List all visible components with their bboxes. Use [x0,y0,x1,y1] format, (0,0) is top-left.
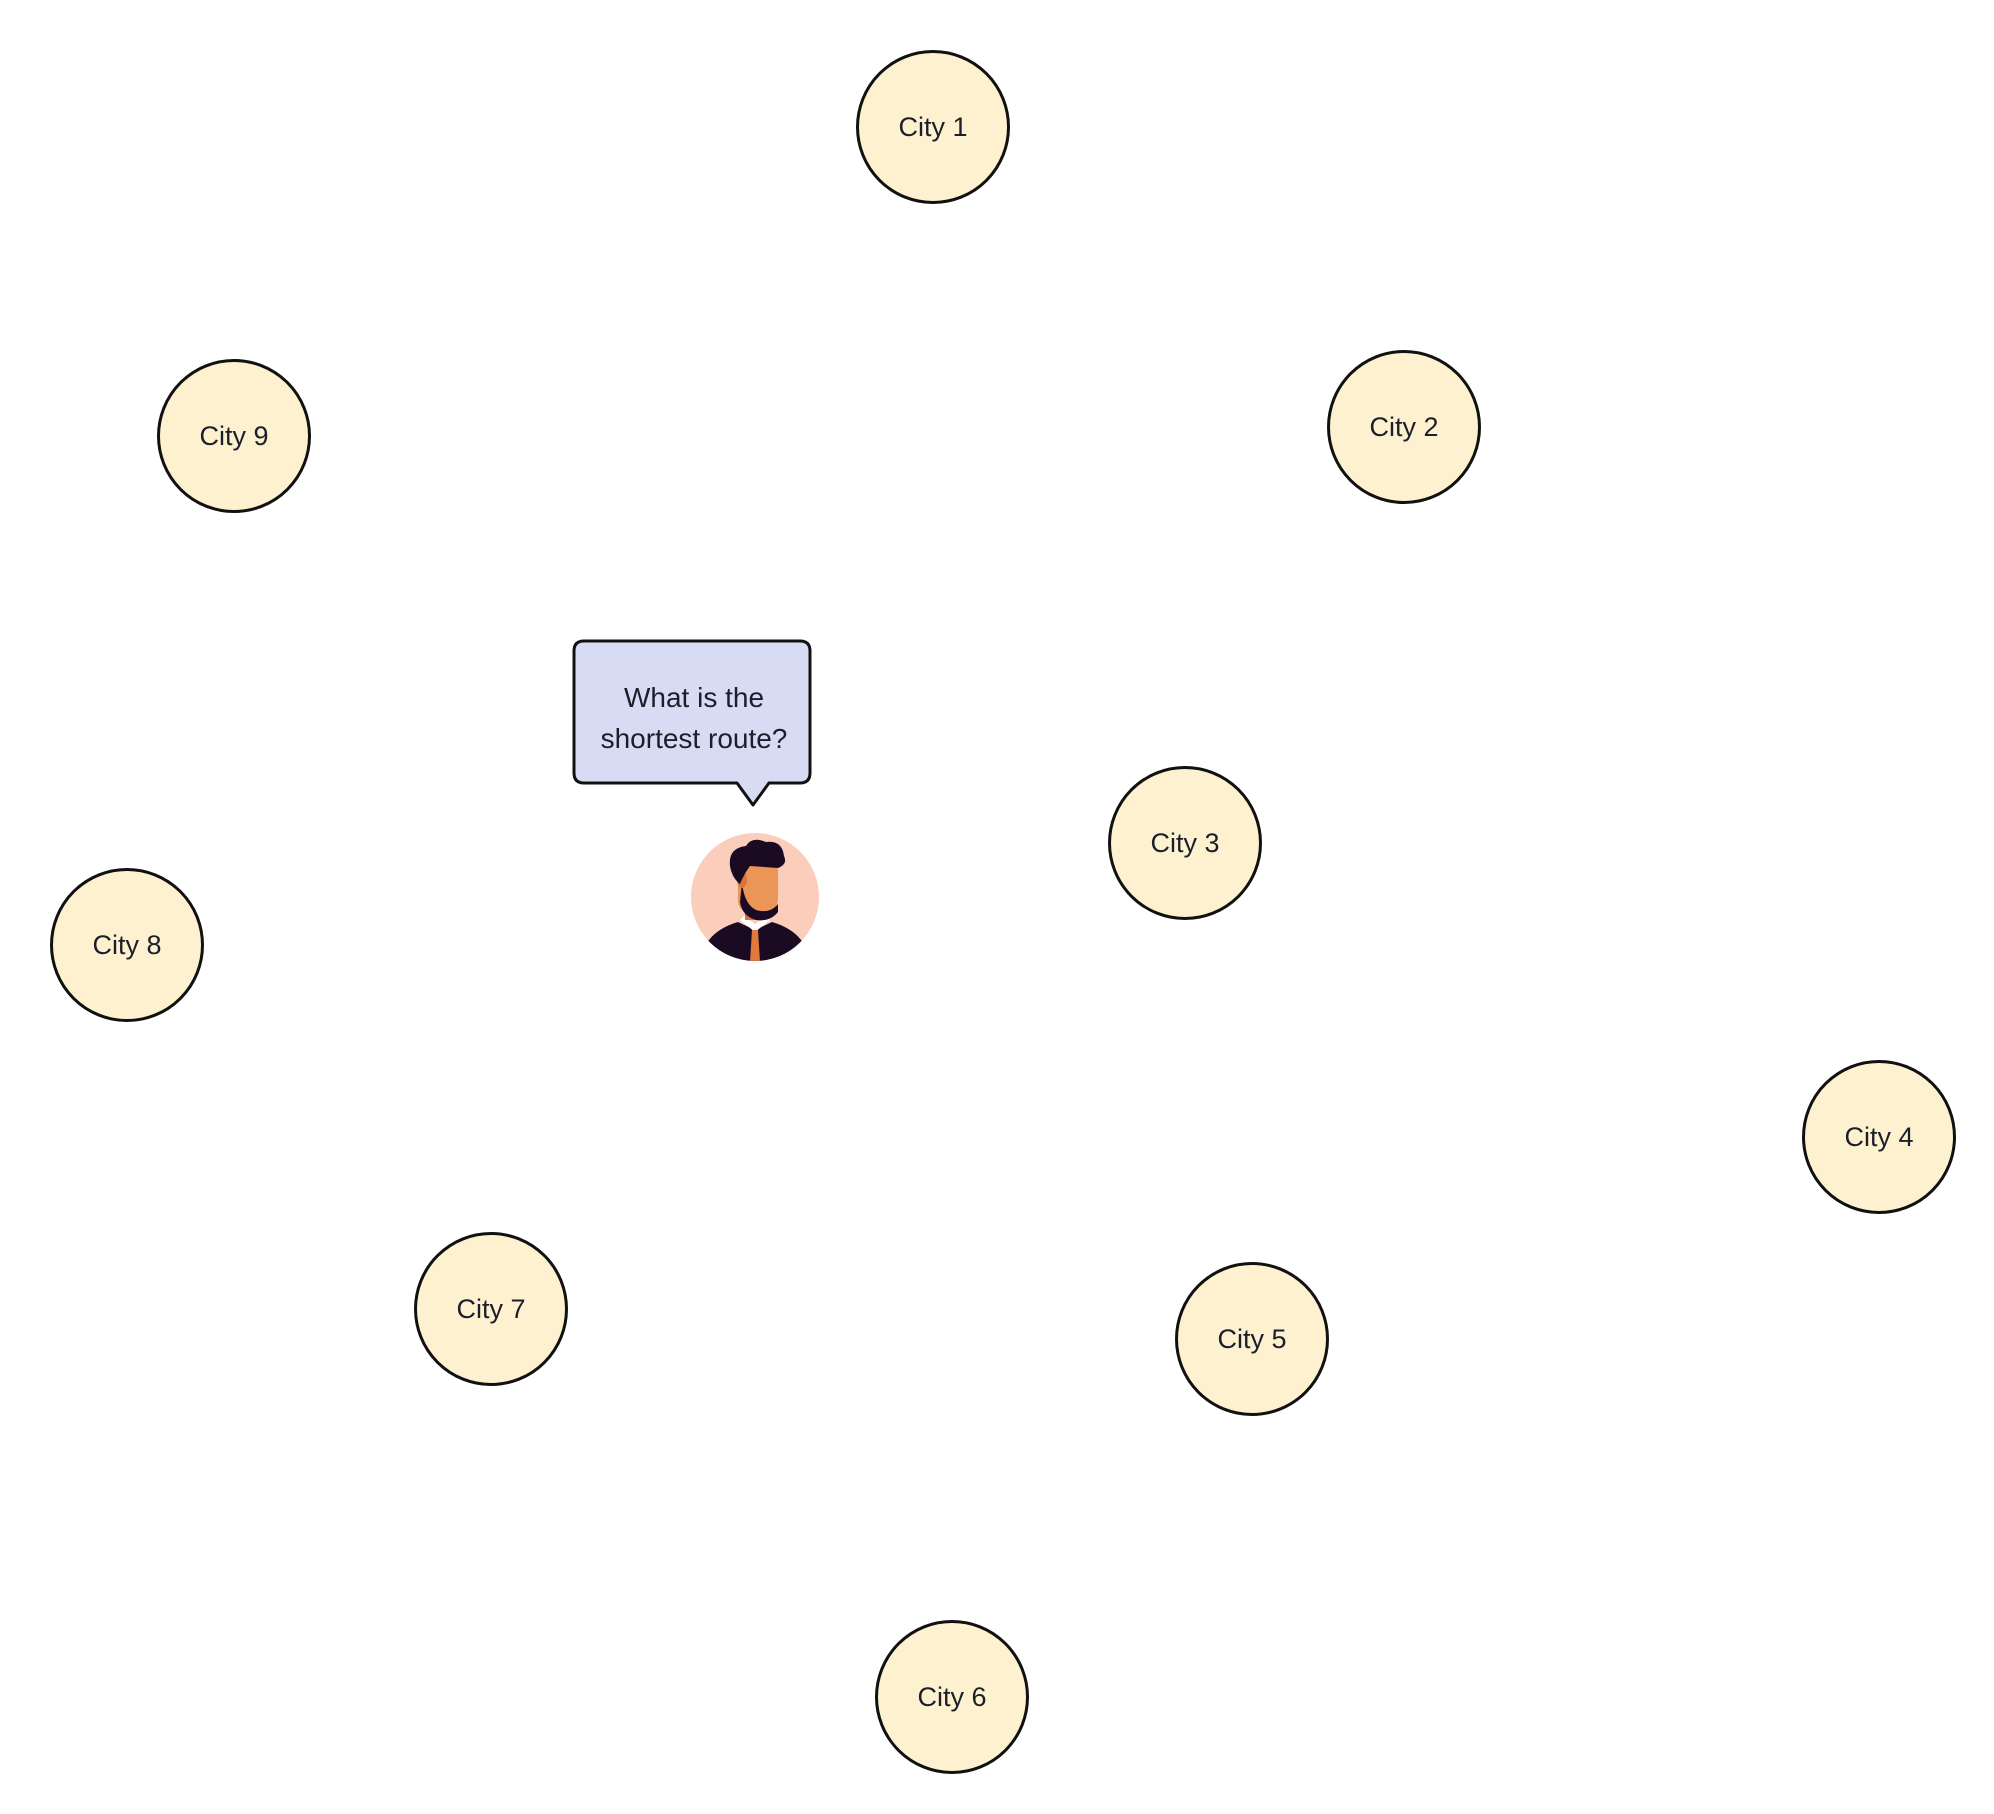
speech-bubble-text: What is the shortest route? [578,652,810,784]
city-node-7: City 7 [414,1232,568,1386]
city-label: City 2 [1369,411,1439,442]
city-label: City 6 [917,1681,987,1712]
city-label: City 9 [199,420,269,451]
city-node-8: City 8 [50,868,204,1022]
speech-bubble [572,639,812,807]
speech-line-1: What is the [623,682,765,713]
speech-line-2: shortest route? [600,723,788,754]
person-avatar-icon [691,833,819,961]
city-label: City 5 [1217,1323,1287,1354]
city-label: City 4 [1844,1121,1914,1152]
city-label: City 1 [898,111,968,142]
city-node-5: City 5 [1175,1262,1329,1416]
city-label: City 3 [1150,827,1220,858]
city-label: City 8 [92,929,162,960]
city-node-4: City 4 [1802,1060,1956,1214]
city-node-2: City 2 [1327,350,1481,504]
city-label: City 7 [456,1293,526,1324]
city-node-6: City 6 [875,1620,1029,1774]
city-node-9: City 9 [157,359,311,513]
city-node-1: City 1 [856,50,1010,204]
city-node-3: City 3 [1108,766,1262,920]
